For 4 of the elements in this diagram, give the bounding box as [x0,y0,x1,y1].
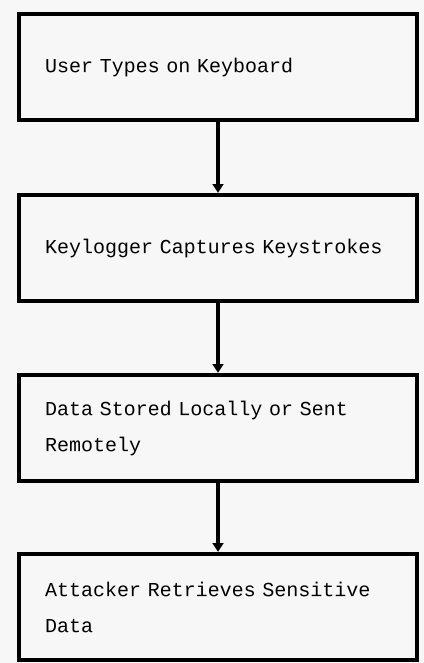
process-box: Attacker Retrieves Sensitive Data [17,552,419,662]
process-box: Data Stored Locally or Sent Remotely [17,373,419,483]
process-box: Keylogger Captures Keystrokes [17,193,419,303]
process-box: User Types on Keyboard [17,12,419,122]
